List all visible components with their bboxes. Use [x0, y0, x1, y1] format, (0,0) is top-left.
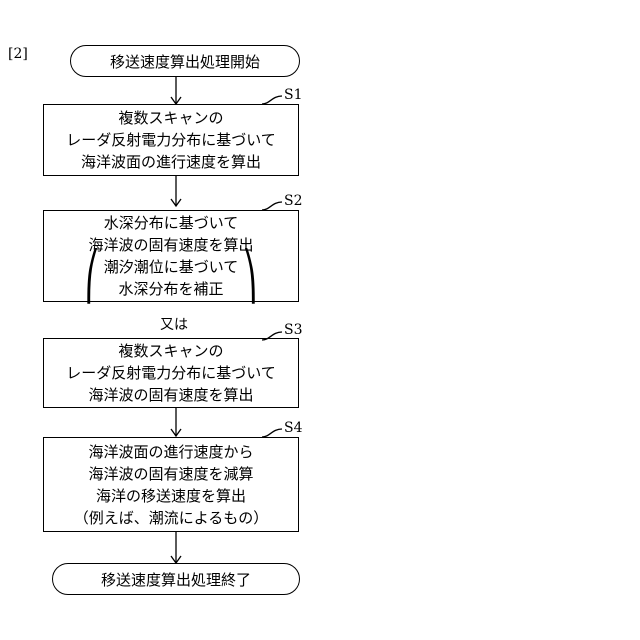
leader-s2: [262, 202, 282, 210]
leader-s4: [262, 429, 282, 437]
step-s4-line-2: 海洋波の固有速度を減算: [88, 463, 253, 485]
step-s3-line-3: 海洋波の固有速度を算出: [88, 384, 253, 406]
step-s1-box: 複数スキャンの レーダ反射電力分布に基づいて 海洋波面の進行速度を算出: [43, 104, 299, 176]
step-s4-line-1: 海洋波面の進行速度から: [88, 441, 253, 463]
step-label-s3: S3: [284, 322, 303, 338]
step-s3-line-1: 複数スキャンの: [118, 340, 223, 362]
step-s2-bracket-note: ⎛ 潮汐潮位に基づいて 水深分布を補正 ⎞: [85, 256, 258, 300]
step-s4-line-3: 海洋の移送速度を算出: [96, 485, 246, 507]
leader-s1: [262, 96, 282, 104]
start-terminal: 移送速度算出処理開始: [70, 45, 300, 77]
step-s2-note-line-2: 水深分布を補正: [118, 278, 223, 300]
step-s1-line-3: 海洋波面の進行速度を算出: [81, 151, 261, 173]
step-label-s1: S1: [284, 87, 303, 103]
step-s4-line-4: （例えば、潮流によるもの）: [74, 507, 269, 529]
step-s2-line-2: 海洋波の固有速度を算出: [88, 234, 253, 256]
step-s2-box: 水深分布に基づいて 海洋波の固有速度を算出 ⎛ 潮汐潮位に基づいて 水深分布を補…: [43, 210, 299, 302]
start-label: 移送速度算出処理開始: [110, 51, 260, 72]
step-s4-box: 海洋波面の進行速度から 海洋波の固有速度を減算 海洋の移送速度を算出 （例えば、…: [43, 437, 299, 532]
step-s3-box: 複数スキャンの レーダ反射電力分布に基づいて 海洋波の固有速度を算出: [43, 338, 299, 408]
end-terminal: 移送速度算出処理終了: [52, 563, 300, 595]
step-s1-line-1: 複数スキャンの: [118, 107, 223, 129]
right-bracket: ⎞: [242, 255, 257, 302]
step-s2-line-1: 水深分布に基づいて: [104, 212, 239, 234]
step-label-s2: S2: [284, 193, 303, 209]
end-label: 移送速度算出処理終了: [101, 569, 251, 590]
left-bracket: ⎛: [85, 255, 100, 302]
step-s2-note-line-1: 潮汐潮位に基づいて: [104, 256, 239, 278]
step-s1-line-2: レーダ反射電力分布に基づいて: [66, 129, 276, 151]
step-label-s4: S4: [284, 420, 303, 436]
alternative-label: 又は: [160, 314, 188, 334]
step-s3-line-2: レーダ反射電力分布に基づいて: [66, 362, 276, 384]
